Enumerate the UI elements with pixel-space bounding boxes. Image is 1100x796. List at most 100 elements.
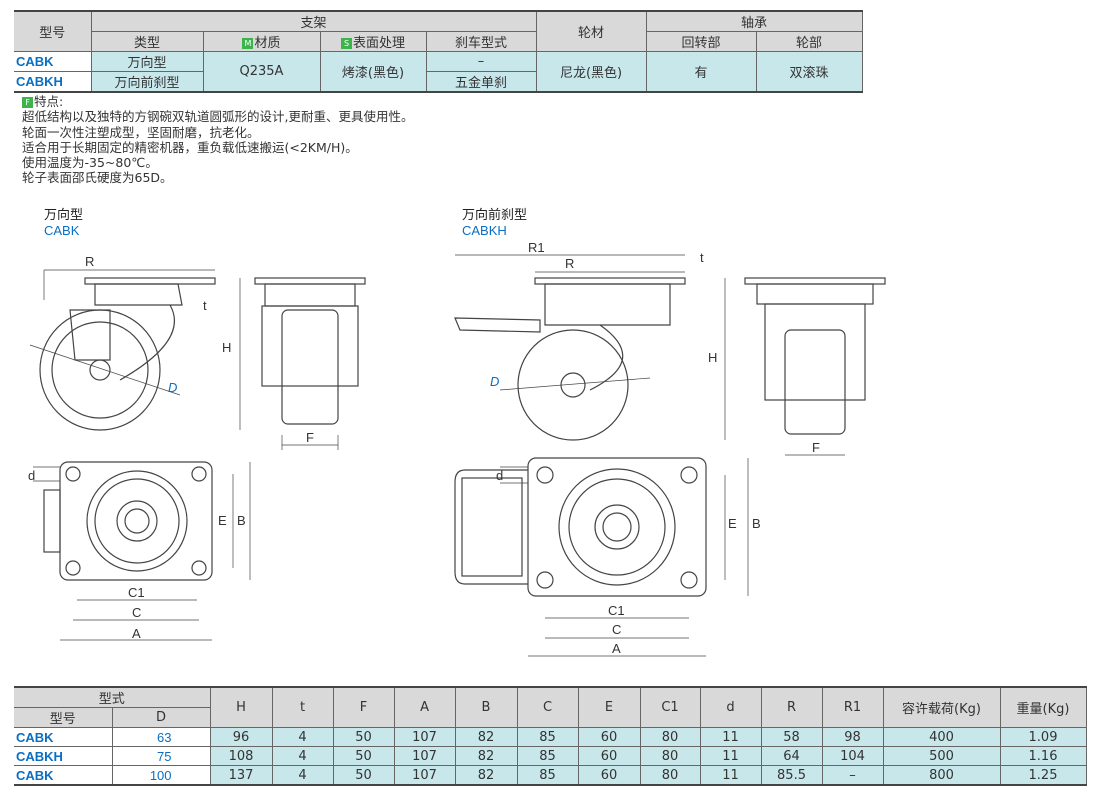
col-header: d <box>699 686 762 728</box>
header-brake: 刹车型式 <box>425 31 537 52</box>
header-bracket: 支架 <box>90 10 537 32</box>
value-cell: 80 <box>639 765 701 786</box>
value-cell: 1.09 <box>999 727 1087 747</box>
value-cell: 107 <box>393 765 456 786</box>
brake-cell: 五金单刹 <box>425 71 537 93</box>
col-header: 重量(Kg) <box>999 686 1087 728</box>
col-header: B <box>454 686 518 728</box>
value-cell: 108 <box>209 746 273 766</box>
value-cell: 800 <box>882 765 1001 786</box>
header-swivel: 回转部 <box>645 31 757 52</box>
value-cell: 80 <box>639 746 701 766</box>
value-cell: 85.5 <box>760 765 823 786</box>
model-cell: CABK <box>14 727 113 747</box>
cabk-top-view <box>33 461 251 641</box>
dim-d: d <box>496 468 503 483</box>
model-cell: CABKH <box>14 71 92 93</box>
type-cell: 万向前刹型 <box>90 71 204 93</box>
surface-badge-icon: S <box>340 38 352 49</box>
value-cell: 82 <box>454 727 518 747</box>
swivel-cell: 有 <box>645 51 757 93</box>
material-cell: Q235A <box>202 51 321 93</box>
header-model: 型号 <box>14 707 113 728</box>
d-cell: 100 <box>111 765 211 786</box>
d-cell: 75 <box>111 746 211 766</box>
value-cell: 1.25 <box>999 765 1087 786</box>
col-header: A <box>393 686 456 728</box>
header-model: 型号 <box>14 10 92 52</box>
material-badge-icon: M <box>242 38 254 49</box>
value-cell: 82 <box>454 746 518 766</box>
col-header: R <box>760 686 823 728</box>
dim-t: t <box>203 298 207 313</box>
value-cell: 82 <box>454 765 518 786</box>
header-wheel-part: 轮部 <box>755 31 863 52</box>
feature-line: 超低结构以及独特的方钢碗双轨道圆弧形的设计,更耐重、更具使用性。 <box>22 109 414 125</box>
dim-C1: C1 <box>128 585 145 600</box>
dim-B: B <box>237 513 246 528</box>
header-wheel: 轮材 <box>535 10 647 52</box>
dim-B: B <box>752 516 761 531</box>
col-header: t <box>271 686 334 728</box>
value-cell: 58 <box>760 727 823 747</box>
dim-E: E <box>728 516 737 531</box>
col-header: E <box>577 686 641 728</box>
value-cell: 64 <box>760 746 823 766</box>
feature-badge-icon: F <box>22 97 33 108</box>
value-cell: 11 <box>699 746 762 766</box>
dim-D: D <box>490 374 499 389</box>
dim-A: A <box>132 626 141 641</box>
dim-C: C <box>132 605 141 620</box>
cabkh-side-view <box>454 254 726 441</box>
col-header: R1 <box>821 686 884 728</box>
value-cell: 80 <box>639 727 701 747</box>
value-cell: – <box>821 765 884 786</box>
type-cell: 万向型 <box>90 51 204 72</box>
value-cell: 104 <box>821 746 884 766</box>
col-header: 容许载荷(Kg) <box>882 686 1001 728</box>
feature-line: 轮面一次性注塑成型，坚固耐磨，抗老化。 <box>22 124 260 140</box>
cabk-front-view <box>254 277 366 450</box>
value-cell: 60 <box>577 727 641 747</box>
header-D: D <box>111 707 211 728</box>
value-cell: 96 <box>209 727 273 747</box>
value-cell: 60 <box>577 746 641 766</box>
value-cell: 85 <box>516 727 579 747</box>
value-cell: 137 <box>209 765 273 786</box>
dim-F: F <box>812 440 820 455</box>
value-cell: 400 <box>882 727 1001 747</box>
header-bearing: 轴承 <box>645 10 863 32</box>
value-cell: 11 <box>699 765 762 786</box>
value-cell: 4 <box>271 765 334 786</box>
d-cell: 63 <box>111 727 211 747</box>
value-cell: 1.16 <box>999 746 1087 766</box>
model-cell: CABK <box>14 51 92 72</box>
header-group: 型式 <box>14 686 211 708</box>
dim-H: H <box>222 340 231 355</box>
feature-line: 使用温度为-35~80℃。 <box>22 155 158 171</box>
value-cell: 107 <box>393 727 456 747</box>
value-cell: 60 <box>577 765 641 786</box>
value-cell: 50 <box>332 746 395 766</box>
col-header: H <box>209 686 273 728</box>
col-header: C1 <box>639 686 701 728</box>
dim-E: E <box>218 513 227 528</box>
wheel-part-cell: 双滚珠 <box>755 51 863 93</box>
feature-line: 轮子表面邵氏硬度为65D。 <box>22 170 173 186</box>
wheel-cell: 尼龙(黑色) <box>535 51 647 93</box>
dim-R1: R1 <box>528 240 545 255</box>
surface-cell: 烤漆(黑色) <box>319 51 427 93</box>
model-cell: CABKH <box>14 746 113 766</box>
dim-t: t <box>700 250 704 265</box>
dim-A: A <box>612 641 621 656</box>
dim-R: R <box>565 256 574 271</box>
dim-C1: C1 <box>608 603 625 618</box>
